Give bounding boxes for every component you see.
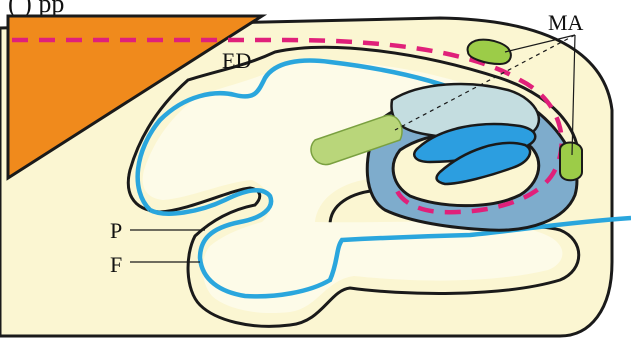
label-ma: MA (548, 10, 584, 35)
green-attachment-2 (560, 143, 582, 181)
label-p: P (110, 218, 122, 243)
label-ed: ED (222, 48, 251, 73)
label-f: F (110, 252, 122, 277)
